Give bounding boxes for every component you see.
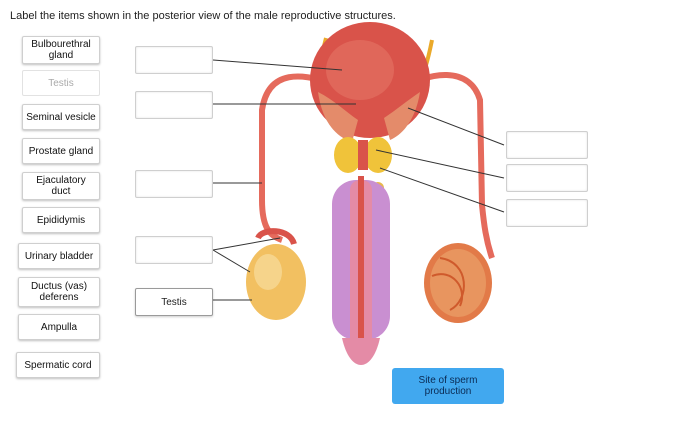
chip-seminal-vesicle[interactable]: Seminal vesicle [22, 104, 100, 130]
drop-target-5-filled[interactable]: Testis [135, 288, 213, 316]
drop-target-4[interactable] [135, 236, 213, 264]
drop-target-8[interactable] [506, 199, 588, 227]
chip-bulbourethral-gland[interactable]: Bulbourethral gland [22, 36, 100, 64]
glans [342, 338, 380, 365]
chip-prostate-gland[interactable]: Prostate gland [22, 138, 100, 164]
prostate-right [364, 137, 392, 173]
drop-target-2[interactable] [135, 91, 213, 119]
chip-spermatic-cord[interactable]: Spermatic cord [16, 352, 100, 378]
drop-target-1[interactable] [135, 46, 213, 74]
chip-testis[interactable]: Testis [22, 70, 100, 96]
leader-line-5 [213, 250, 250, 272]
drop-target-6[interactable] [506, 131, 588, 159]
chip-epididymis[interactable]: Epididymis [22, 207, 100, 233]
leader-line-7 [408, 108, 504, 145]
leader-line-9 [380, 168, 504, 212]
drop-target-7[interactable] [506, 164, 588, 192]
prostate-left [334, 137, 362, 173]
drop-target-3[interactable] [135, 170, 213, 198]
hint-tooltip: Site of sperm production [392, 368, 504, 404]
chip-urinary-bladder[interactable]: Urinary bladder [18, 243, 100, 269]
chip-ejaculatory-duct[interactable]: Ejaculatory duct [22, 172, 100, 200]
chip-ampulla[interactable]: Ampulla [18, 314, 100, 340]
chip-ductus-deferens[interactable]: Ductus (vas) deferens [18, 277, 100, 307]
